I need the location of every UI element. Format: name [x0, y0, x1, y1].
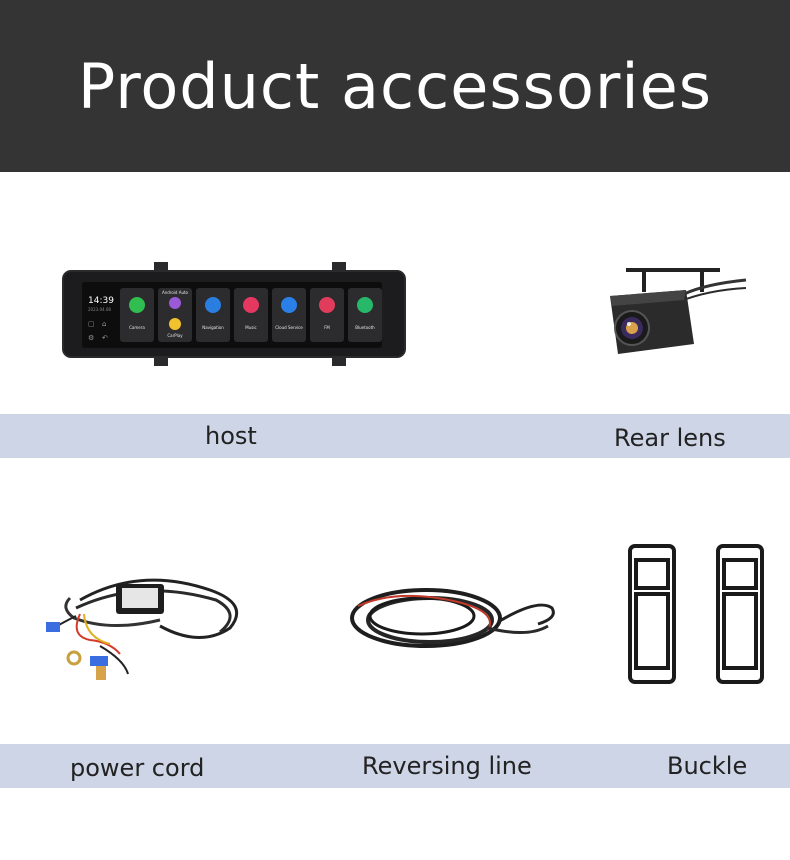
tile-bluetooth: Bluetooth — [348, 288, 382, 342]
label-buckle: Buckle — [667, 752, 748, 780]
navigation-icon — [205, 297, 221, 313]
phone-icon: ▢ — [88, 320, 95, 328]
label-power-cord: power cord — [70, 754, 205, 782]
tile-android-auto: Android Auto CarPlay — [158, 288, 192, 342]
header-banner: Product accessories — [0, 0, 790, 172]
tile-camera: Camera — [120, 288, 154, 342]
cloud-icon — [281, 297, 297, 313]
radio-icon — [319, 297, 335, 313]
label-reversing-line: Reversing line — [362, 752, 532, 780]
label-host: host — [205, 422, 257, 450]
tile-music: Music — [234, 288, 268, 342]
page-title: Product accessories — [77, 49, 713, 123]
screen-date: 2023.04.08 — [88, 307, 111, 312]
music-icon — [243, 297, 259, 313]
mirror-screen: 14:39 2023.04.08 ▢ ⌂ ⚙ ↶ Camera Android … — [82, 282, 382, 348]
camera-icon — [129, 297, 145, 313]
buckle-image — [626, 544, 766, 684]
tile-fm: FM — [310, 288, 344, 342]
power-cord-image — [40, 570, 245, 690]
label-bar-top: host Rear lens — [0, 414, 790, 458]
bluetooth-phone-icon — [357, 297, 373, 313]
label-rear-lens: Rear lens — [614, 424, 726, 452]
tile-cloud-service: Cloud Service — [272, 288, 306, 342]
reversing-line-image — [338, 578, 560, 660]
home-icon: ⌂ — [102, 320, 107, 328]
back-icon: ↶ — [102, 334, 108, 342]
tile-navigation: Navigation — [196, 288, 230, 342]
settings-icon: ⚙ — [88, 334, 95, 342]
mirror-body: 14:39 2023.04.08 ▢ ⌂ ⚙ ↶ Camera Android … — [62, 262, 406, 366]
carplay-icon — [169, 318, 181, 330]
label-bar-bottom: power cord Reversing line Buckle — [0, 744, 790, 788]
android-auto-icon — [169, 297, 181, 309]
screen-clock: 14:39 — [88, 296, 114, 306]
host-image: 14:39 2023.04.08 ▢ ⌂ ⚙ ↶ Camera Android … — [62, 262, 406, 366]
rear-lens-image — [596, 262, 756, 362]
